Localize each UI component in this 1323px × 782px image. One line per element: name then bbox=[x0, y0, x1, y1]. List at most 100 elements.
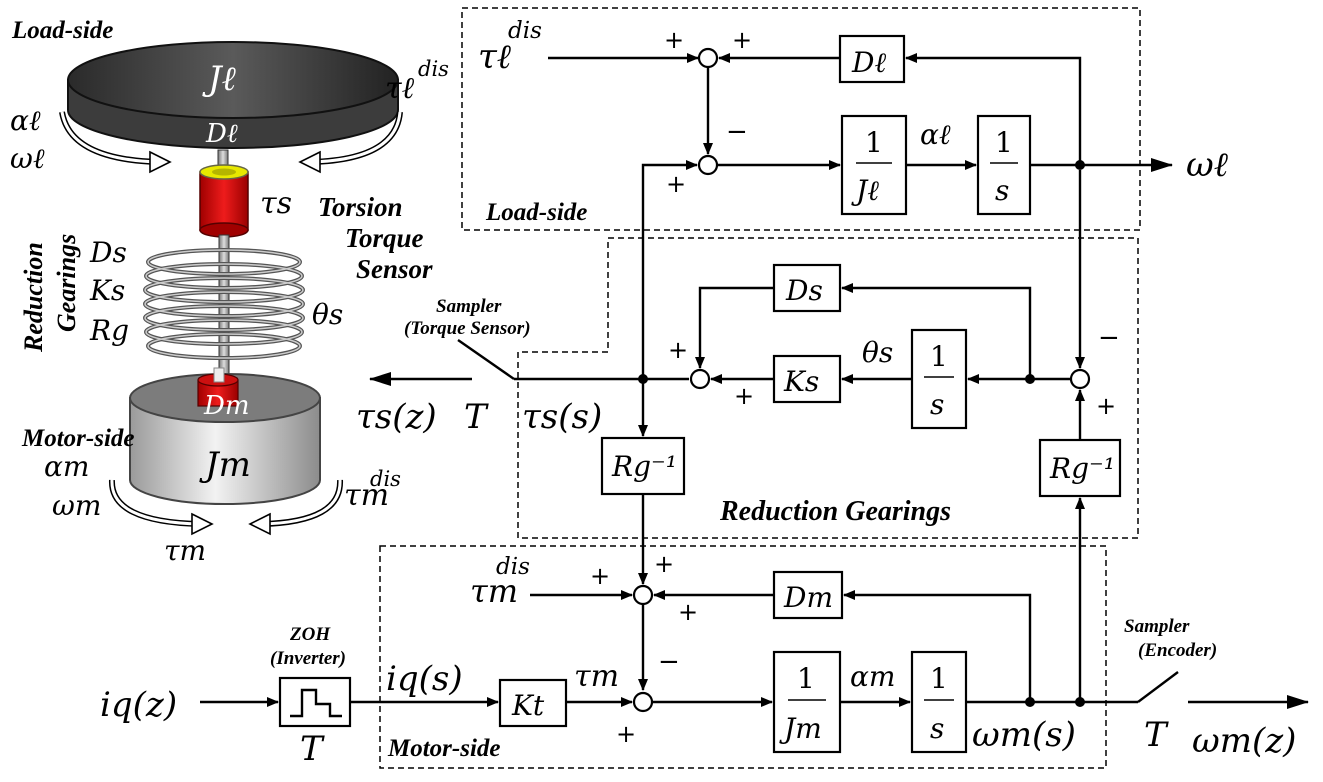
sign-minus: − bbox=[726, 117, 748, 147]
load-vel-junction bbox=[1075, 160, 1085, 170]
illus-motor-dist-sup: dis bbox=[370, 467, 401, 491]
torque-sampler-label-2: (Torque Sensor) bbox=[404, 318, 531, 339]
spring-damping-label: Ds bbox=[785, 274, 823, 307]
illus-motor-side-title: Motor-side bbox=[21, 425, 135, 452]
sign-plus: + bbox=[590, 562, 610, 590]
motor-inertia-block bbox=[772, 650, 842, 754]
twist-integrator-block bbox=[910, 328, 968, 430]
illus-load-vel: ωℓ bbox=[10, 142, 45, 175]
motor-damping-label: Dm bbox=[783, 581, 833, 614]
twist-integrator-num: 1 bbox=[930, 340, 948, 373]
illus-load-side-title: Load-side bbox=[11, 17, 113, 44]
sign-plus: + bbox=[734, 382, 754, 410]
spring-stiffness-label: Ks bbox=[783, 365, 819, 398]
illus-motor-dist-base: τm bbox=[344, 478, 389, 513]
torque-s: τs(s) bbox=[522, 397, 602, 437]
load-integrator-block bbox=[976, 114, 1032, 216]
zoh-T: T bbox=[300, 729, 325, 769]
illus-spring-stiffness: Ks bbox=[89, 274, 125, 307]
sign-plus: + bbox=[732, 26, 752, 54]
illus-motor-inertia: Jm bbox=[199, 445, 251, 485]
load-disk bbox=[67, 41, 399, 149]
motor-dist-sup: dis bbox=[496, 554, 530, 580]
sample-time-2: T bbox=[1144, 715, 1169, 755]
motor-damping-block bbox=[772, 570, 844, 620]
sign-plus: + bbox=[668, 336, 688, 364]
reduction-label: Reduction Gearings bbox=[719, 496, 951, 527]
torque-sensor bbox=[199, 164, 249, 238]
load-dist-base: τℓ bbox=[478, 37, 511, 77]
encoder-sampler-switch bbox=[1137, 671, 1179, 703]
zoh-label-2: (Inverter) bbox=[270, 648, 346, 669]
motor-inertia-den: Jm bbox=[779, 712, 822, 745]
twist-angle: θs bbox=[862, 336, 893, 369]
motor-cylinder bbox=[129, 373, 321, 505]
load-dist-sup: dis bbox=[508, 18, 542, 44]
sign-plus: + bbox=[664, 26, 684, 54]
illus-load-dist-sup: dis bbox=[418, 57, 449, 81]
motor-side-label: Motor-side bbox=[387, 735, 501, 762]
motor-sum-1 bbox=[632, 584, 654, 606]
motor-integrator-block bbox=[910, 650, 968, 754]
twist-integrator-den: s bbox=[930, 388, 944, 421]
load-inertia-num: 1 bbox=[865, 126, 883, 159]
sample-time-1: T bbox=[464, 397, 489, 437]
motor-integrator-den: s bbox=[930, 712, 944, 745]
illus-reduction-2: Gearings bbox=[52, 234, 81, 332]
block-diagram: τℓ dis + + Dℓ − + 1 Jℓ αℓ 1 s ωℓ Load-si… bbox=[100, 7, 1309, 769]
reduction-region bbox=[517, 237, 1139, 539]
load-vel-out: ωℓ bbox=[1186, 145, 1228, 185]
zoh-label-1: ZOH bbox=[289, 624, 331, 645]
load-inertia-den: Jℓ bbox=[851, 174, 879, 207]
illus-twist-angle: θs bbox=[312, 298, 343, 331]
load-damping-block bbox=[838, 34, 906, 84]
illus-torsion-label-2: Torque bbox=[345, 223, 424, 253]
illus-torsion-sym: τs bbox=[260, 186, 292, 221]
load-integrator-den: s bbox=[995, 174, 1009, 207]
load-sum-2 bbox=[697, 154, 719, 176]
reduction-sum bbox=[689, 368, 711, 390]
motor-coupling bbox=[197, 367, 239, 407]
illus-load-dist-base: τℓ bbox=[385, 71, 415, 106]
motor-side-region bbox=[379, 545, 1107, 769]
illus-spring-damping: Ds bbox=[89, 236, 127, 269]
motor-integrator-num: 1 bbox=[930, 662, 948, 695]
motor-sum-2 bbox=[632, 691, 654, 713]
gear-inv-right-block bbox=[1038, 438, 1122, 498]
torque-const-label: Kt bbox=[511, 689, 545, 722]
spring-damping-block bbox=[772, 263, 842, 313]
sign-plus: + bbox=[678, 598, 698, 626]
illus-motor-torque: τm bbox=[164, 534, 206, 567]
illus-motor-vel: ωm bbox=[52, 489, 101, 522]
gear-inv-right: Rg⁻¹ bbox=[1049, 452, 1115, 485]
motor-vel-z: ωm(z) bbox=[1192, 721, 1296, 761]
motor-accel: αm bbox=[850, 660, 895, 693]
motor-vel-s: ωm(s) bbox=[972, 715, 1076, 755]
load-side-label: Load-side bbox=[485, 199, 587, 226]
illus-motor-damping: Dm bbox=[203, 391, 250, 421]
load-sum-1 bbox=[697, 47, 719, 69]
illus-torsion-label-1: Torsion bbox=[318, 192, 403, 222]
motor-dist-base: τm bbox=[470, 572, 518, 610]
illus-reduction-1: Reduction bbox=[19, 242, 48, 353]
torque-out-z: τs(z) bbox=[356, 397, 437, 437]
illus-gear-ratio: Rg bbox=[89, 314, 129, 347]
zoh-staircase-icon bbox=[290, 688, 342, 718]
torque-sampler-switch bbox=[457, 339, 515, 380]
illus-load-accel: αℓ bbox=[10, 104, 41, 137]
gear-inv-left-block bbox=[600, 436, 686, 496]
motor-torque: τm bbox=[574, 659, 619, 694]
gear-inv-left: Rg⁻¹ bbox=[611, 450, 677, 483]
sign-plus: + bbox=[666, 170, 686, 198]
twist-sum bbox=[1069, 368, 1091, 390]
torque-sampler-label-1: Sampler bbox=[436, 296, 502, 317]
illus-motor-accel: αm bbox=[44, 450, 89, 483]
load-side-region bbox=[461, 7, 1141, 231]
sign-plus: + bbox=[616, 720, 636, 748]
mechanical-illustration: Load-side Jℓ Dℓ τℓ dis αℓ ωℓ τs Tors bbox=[10, 17, 449, 567]
sign-plus: + bbox=[1096, 392, 1116, 420]
load-accel: αℓ bbox=[920, 118, 951, 151]
illus-torsion-label-3: Sensor bbox=[356, 254, 433, 284]
illus-load-damping: Dℓ bbox=[205, 119, 238, 149]
